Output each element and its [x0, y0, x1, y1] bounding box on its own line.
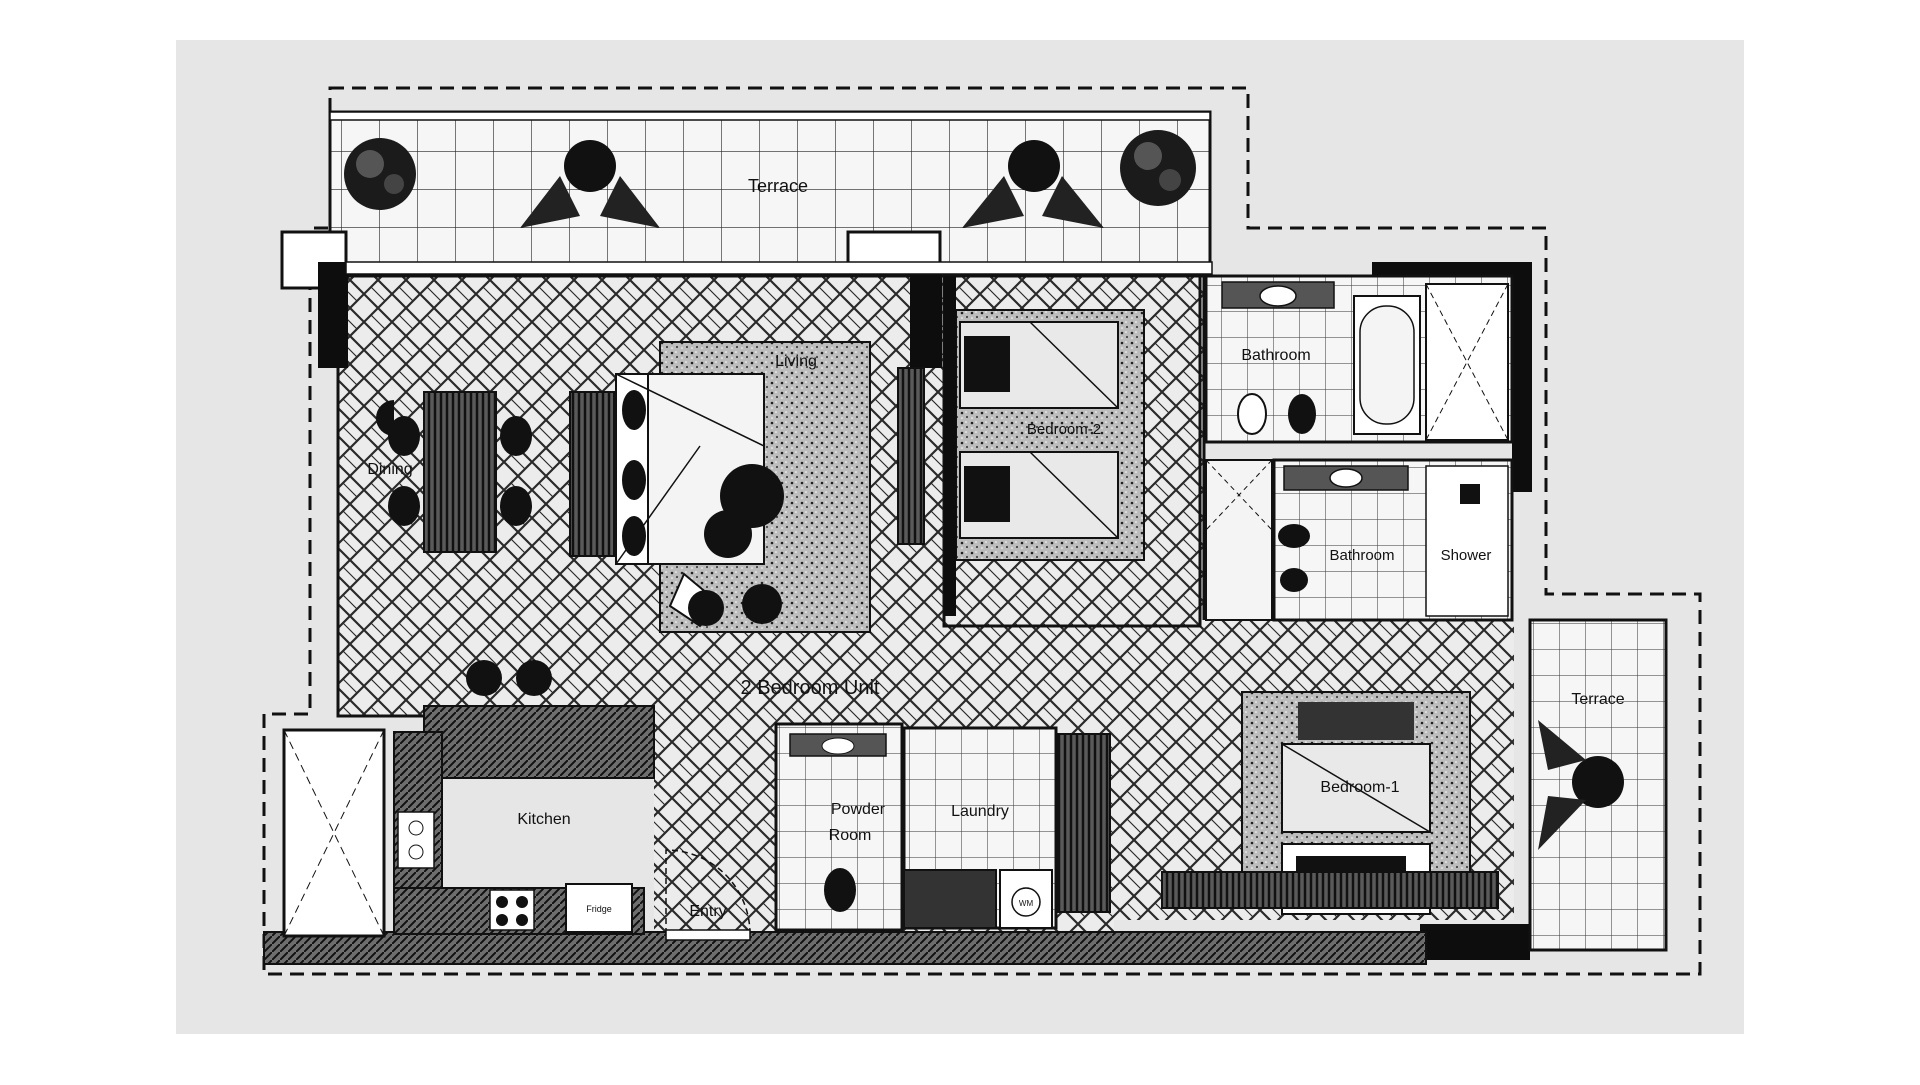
coffee-table-icon — [704, 464, 784, 624]
room-label-laundry: Laundry — [951, 803, 1009, 820]
bathtub-icon — [1353, 295, 1421, 435]
shower-stall — [1425, 283, 1509, 441]
bedroom-1: Bedroom-1 — [1161, 691, 1499, 915]
toilet-icon — [1278, 524, 1310, 548]
room-label-kitchen: Kitchen — [517, 811, 570, 828]
stove-icon — [489, 889, 535, 931]
bed-icon — [959, 321, 1119, 409]
toilet-icon — [1237, 393, 1267, 435]
bidet-icon — [1280, 568, 1308, 592]
sink-icon — [1259, 285, 1297, 307]
bathroom-ensuite: Bathroom Shower — [1205, 458, 1514, 622]
room-label-entry: Entry — [689, 903, 726, 920]
room-label-terrace-top: Terrace — [748, 176, 808, 196]
sink-icon — [397, 811, 435, 869]
wardrobe — [1057, 733, 1111, 913]
kitchen: Fridge Kitchen — [282, 660, 655, 938]
lounge-chair-icon — [520, 140, 660, 228]
tree-icon — [1120, 130, 1196, 206]
bedroom-2: Bedroom-2 — [942, 274, 1202, 628]
console-table — [569, 391, 615, 557]
entry: Entry — [665, 849, 751, 941]
room-label-powder-1: Powder — [831, 801, 886, 818]
tv-unit — [897, 367, 925, 545]
fridge-label: Fridge — [586, 904, 612, 914]
toilet-icon — [824, 868, 856, 912]
wall — [318, 262, 348, 368]
lounge-chair-icon — [1538, 720, 1624, 850]
fridge-icon: Fridge — [565, 883, 633, 933]
washer-icon: WM — [999, 869, 1053, 929]
window-strip — [345, 261, 1213, 275]
wall — [263, 931, 1427, 965]
bathroom-main: Bathroom — [1204, 274, 1514, 444]
room-label-powder-2: Room — [829, 827, 872, 844]
room-label-living: Living — [775, 353, 817, 370]
armchair-icon — [668, 572, 724, 628]
bidet-icon — [1288, 394, 1316, 434]
room-label-bathroom-main: Bathroom — [1241, 347, 1310, 364]
washer-label: WM — [1019, 899, 1034, 908]
lounge-chair-icon — [962, 140, 1104, 228]
dining-table-icon — [376, 391, 532, 553]
sink-icon — [1329, 468, 1363, 488]
unit-label: 2 Bedroom Unit — [741, 677, 880, 699]
terrace-right: Terrace — [1528, 618, 1668, 952]
wall — [910, 262, 942, 368]
bar-stool-icon — [466, 660, 552, 696]
room-label-shower: Shower — [1441, 547, 1492, 564]
room-label-dining: Dining — [367, 461, 412, 478]
tree-icon — [344, 138, 416, 210]
laundry: WM Laundry — [902, 726, 1058, 930]
wall — [1512, 262, 1532, 492]
room-label-bedroom-1: Bedroom-1 — [1320, 779, 1399, 796]
terrace-top: Terrace — [328, 110, 1212, 266]
site-boundary — [262, 86, 1702, 976]
powder-room: Powder Room — [774, 722, 904, 932]
wall — [1420, 924, 1530, 960]
bed-icon — [959, 451, 1119, 539]
room-label-bedroom-2: Bedroom-2 — [1027, 421, 1101, 438]
room-label-terrace-right: Terrace — [1571, 691, 1624, 708]
room-label-bathroom-ensuite: Bathroom — [1329, 547, 1394, 564]
sink-icon — [789, 733, 887, 757]
